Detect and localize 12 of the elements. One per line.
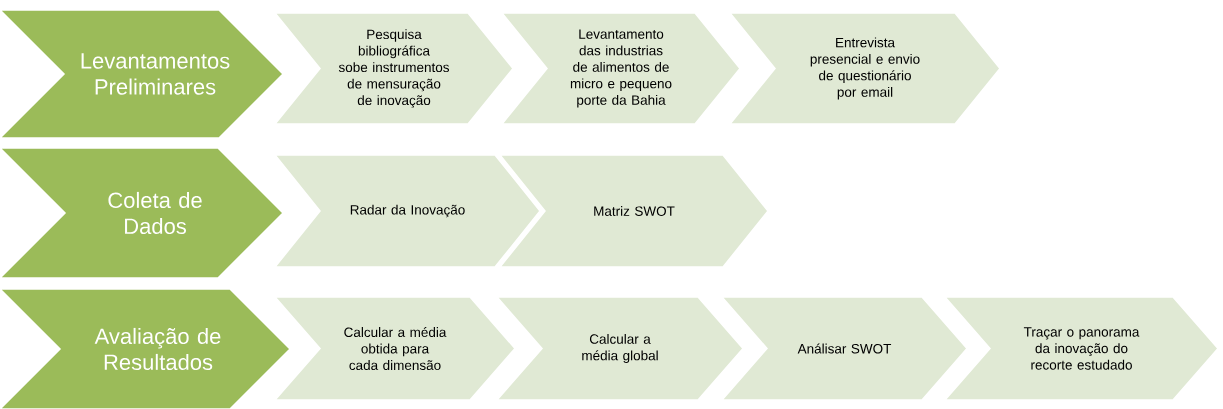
chevron-step: Pesquisa bibliográfica sobe instrumentos de mensuração de inovação <box>273 12 514 125</box>
chevron-step: Levantamento das industrias de alimentos de micro e pequeno porte da Bahia <box>500 12 741 125</box>
chevron-heading: Coleta de Dados <box>0 147 285 279</box>
chevron-step: Matriz SWOT <box>498 154 769 268</box>
chevron-heading: Levantamentos Preliminares <box>0 9 285 139</box>
chevron-step: Entrevista presencial e envio de questionário por email <box>728 12 1001 125</box>
chevron-step: Análisar SWOT <box>720 296 968 401</box>
chevron-step: Calcular a média obtida para cada dimensão <box>273 296 516 401</box>
chevron-step: Traçar o panorama da inovação do recorte estudado <box>943 296 1219 401</box>
chevron-step: Calcular a média global <box>495 296 744 401</box>
chevron-heading: Avaliação de Resultados <box>0 288 292 409</box>
chevron-step: Radar da Inovação <box>273 154 541 268</box>
